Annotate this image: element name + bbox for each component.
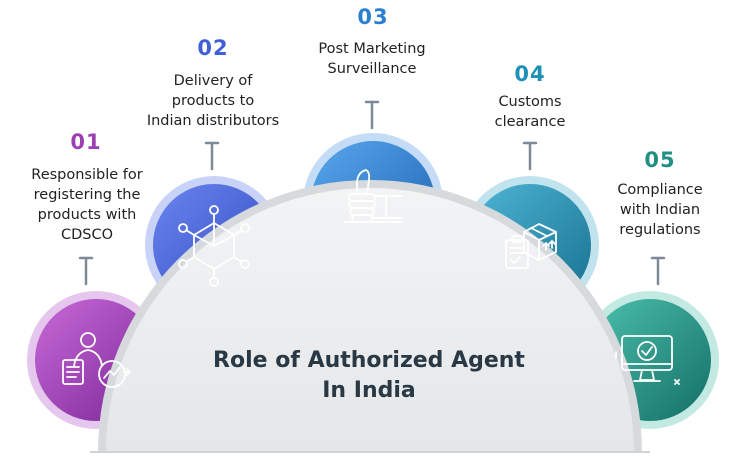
description-line: registering the [33, 187, 141, 203]
description-line: regulations [619, 222, 701, 238]
stem-05 [650, 256, 666, 286]
description-line: products with [37, 207, 137, 223]
description-line: Compliance [617, 182, 703, 198]
description-line: Indian distributors [146, 113, 280, 129]
description-line: Responsible for [31, 167, 143, 183]
distribution-network-icon [178, 205, 250, 287]
step-number-05: 05 [644, 148, 676, 172]
description-line: CDSCO [60, 227, 114, 243]
stem-01 [78, 256, 94, 286]
thumbs-up-icon [343, 169, 403, 223]
step-description-04: Customs clearance [460, 92, 600, 132]
step-number-04: 04 [514, 62, 546, 86]
stem-04 [522, 141, 538, 171]
description-line: products to [171, 93, 255, 109]
description-line: clearance [494, 114, 566, 130]
step-description-02: Delivery of products to Indian distribut… [122, 71, 304, 131]
registration-document-icon [62, 332, 131, 388]
step-description-05: Compliance with Indian regulations [590, 180, 730, 240]
package-clipboard-icon [505, 223, 557, 269]
step-description-01: Responsible for registering the products… [6, 165, 168, 245]
description-line: Surveillance [327, 61, 417, 77]
step-description-03: Post Marketing Surveillance [292, 39, 452, 79]
step-number-01: 01 [70, 130, 102, 154]
hub-title-line-1: Role of Authorized Agent [213, 348, 525, 373]
description-line: Post Marketing [318, 41, 426, 57]
monitor-check-icon [615, 335, 680, 385]
description-line: Customs [498, 94, 562, 110]
hub-title-line-2: In India [322, 378, 416, 403]
step-number-03: 03 [357, 5, 389, 29]
description-line: with Indian [619, 202, 701, 218]
step-number-02: 02 [197, 36, 229, 60]
connector-stems [78, 100, 666, 286]
hub-title: Role of Authorized Agent In India [169, 346, 569, 406]
description-line: Delivery of [173, 73, 253, 89]
stem-02 [204, 141, 220, 171]
stem-03 [364, 100, 380, 130]
